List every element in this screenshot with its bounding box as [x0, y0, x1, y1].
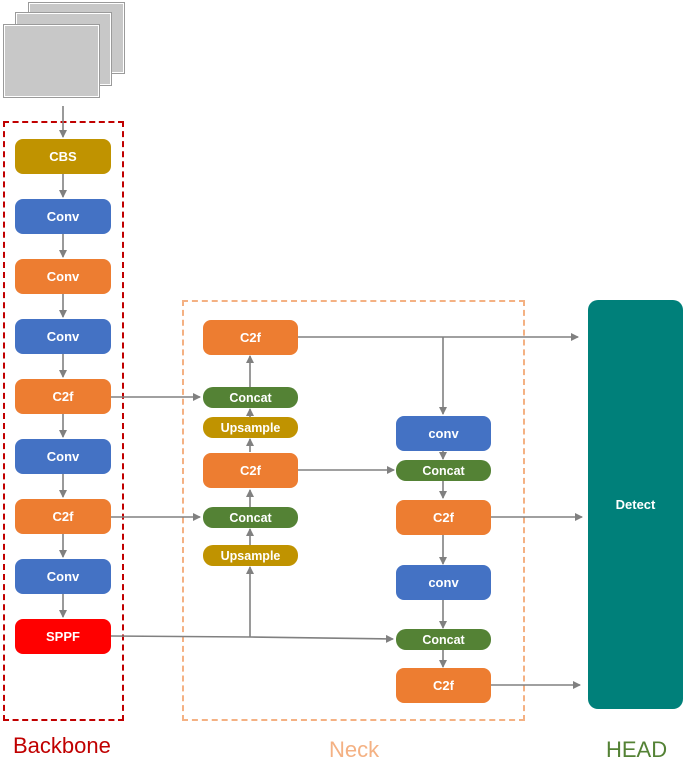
head-label: HEAD: [606, 737, 668, 762]
backbone-cbs: CBS: [15, 139, 111, 174]
image-layer-front: [3, 24, 100, 98]
arrow-sppf-to-concat-r2: [110, 634, 394, 643]
neck-concat-r1: Concat: [396, 460, 491, 481]
neck-conv-r2: conv: [396, 565, 491, 600]
backbone-conv-2: Conv: [15, 259, 111, 294]
input-image-stack: [0, 0, 130, 100]
neck-upsample-1: Upsample: [203, 417, 298, 438]
neck-conv-r1: conv: [396, 416, 491, 451]
backbone-label: Backbone: [13, 733, 111, 758]
neck-frame: [182, 300, 525, 721]
backbone-conv-1: Conv: [15, 199, 111, 234]
backbone-sppf: SPPF: [15, 619, 111, 654]
neck-c2f-r1: C2f: [396, 500, 491, 535]
backbone-conv-4: Conv: [15, 439, 111, 474]
backbone-conv-5: Conv: [15, 559, 111, 594]
neck-concat-2: Concat: [203, 507, 298, 528]
neck-label: Neck: [329, 737, 380, 762]
neck-upsample-2: Upsample: [203, 545, 298, 566]
neck-c2f-top: C2f: [203, 320, 298, 355]
backbone-conv-3: Conv: [15, 319, 111, 354]
neck-c2f-mid: C2f: [203, 453, 298, 488]
neck-concat-r2: Concat: [396, 629, 491, 650]
backbone-c2f-2: C2f: [15, 499, 111, 534]
neck-concat-1: Concat: [203, 387, 298, 408]
backbone-c2f-1: C2f: [15, 379, 111, 414]
head-detect: Detect: [588, 300, 683, 709]
neck-c2f-r2: C2f: [396, 668, 491, 703]
